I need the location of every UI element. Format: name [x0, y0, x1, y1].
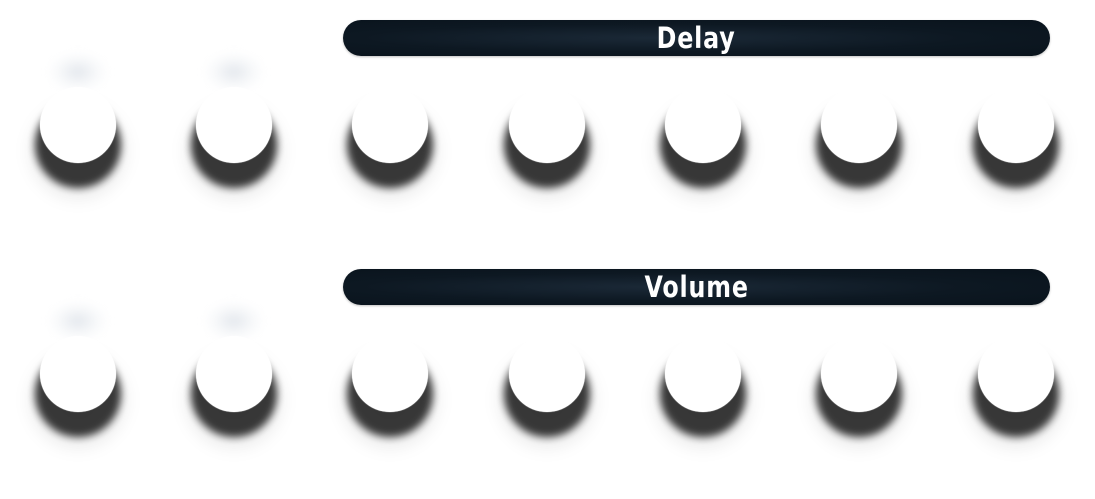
knob-2-4[interactable] [469, 249, 625, 489]
knob-1-4[interactable] [469, 0, 625, 240]
knob-2-1[interactable] [0, 249, 156, 489]
knob-face[interactable] [821, 87, 897, 163]
knob-face[interactable] [196, 87, 272, 163]
knob-face[interactable] [509, 336, 585, 412]
knob-row-1 [0, 0, 1095, 206]
knob-1-3[interactable] [312, 0, 468, 240]
knob-face[interactable] [40, 87, 116, 163]
knob-1-6[interactable] [781, 0, 937, 240]
knob-1-7[interactable] [938, 0, 1094, 240]
knob-face[interactable] [509, 87, 585, 163]
knob-2-3[interactable] [312, 249, 468, 489]
knob-2-6[interactable] [781, 249, 937, 489]
knob-2-7[interactable] [938, 249, 1094, 489]
volume-section-label: Volume [644, 269, 749, 304]
knob-face[interactable] [40, 336, 116, 412]
knob-face[interactable] [665, 336, 741, 412]
knob-1-2[interactable] [156, 0, 312, 240]
knob-highlight [48, 52, 108, 92]
volume-section-header: Volume [343, 269, 1050, 305]
knob-2-5[interactable] [625, 249, 781, 489]
knob-1-5[interactable] [625, 0, 781, 240]
knob-2-2[interactable] [156, 249, 312, 489]
knob-face[interactable] [196, 336, 272, 412]
knob-1-1[interactable] [0, 0, 156, 240]
delay-section-header: Delay [343, 20, 1050, 56]
knob-row-2 [0, 249, 1095, 455]
delay-section-label: Delay [657, 20, 736, 55]
knob-face[interactable] [978, 87, 1054, 163]
knob-highlight [204, 52, 264, 92]
knob-face[interactable] [978, 336, 1054, 412]
knob-highlight [48, 301, 108, 341]
knob-face[interactable] [352, 87, 428, 163]
knob-face[interactable] [665, 87, 741, 163]
knob-face[interactable] [821, 336, 897, 412]
knob-highlight [204, 301, 264, 341]
knob-face[interactable] [352, 336, 428, 412]
